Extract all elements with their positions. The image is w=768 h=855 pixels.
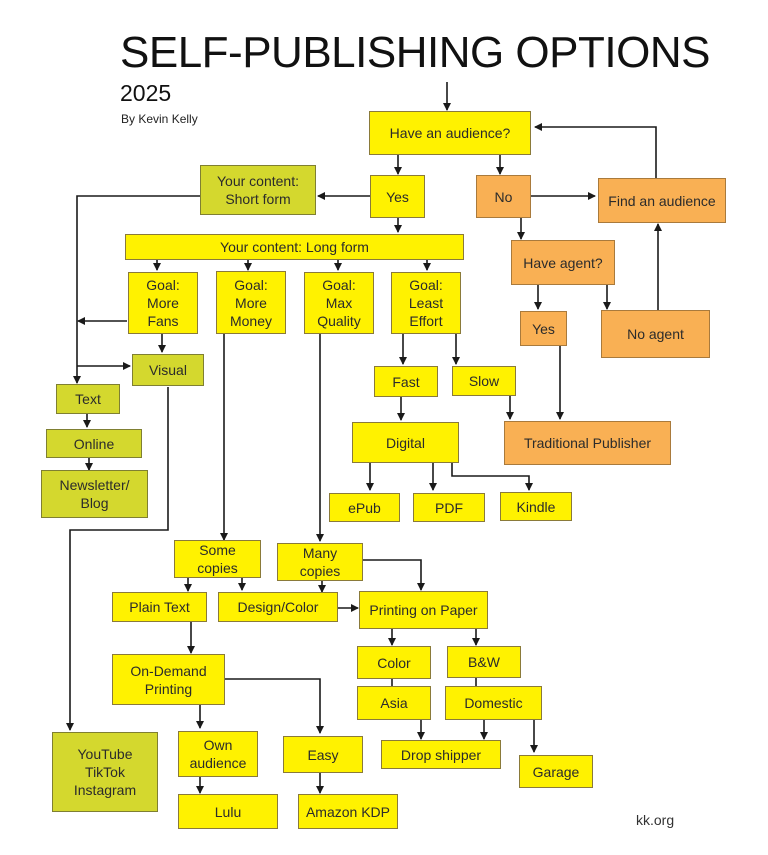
node-social-platforms: YouTube TikTok Instagram	[52, 732, 158, 812]
node-drop-shipper: Drop shipper	[381, 740, 501, 769]
node-goal-least-effort: Goal: Least Effort	[391, 272, 461, 334]
node-no: No	[476, 175, 531, 218]
node-agent-yes: Yes	[520, 311, 567, 346]
author-byline: By Kevin Kelly	[121, 112, 198, 126]
node-text: Text	[56, 384, 120, 414]
node-domestic: Domestic	[445, 686, 542, 720]
node-no-agent: No agent	[601, 310, 710, 358]
node-digital: Digital	[352, 422, 459, 463]
node-online: Online	[46, 429, 142, 458]
node-lulu: Lulu	[178, 794, 278, 829]
node-easy: Easy	[283, 736, 363, 773]
node-printing-on-paper: Printing on Paper	[359, 591, 488, 629]
node-goal-more-money: Goal: More Money	[216, 271, 286, 334]
node-on-demand-printing: On-Demand Printing	[112, 654, 225, 705]
node-long-form: Your content: Long form	[125, 234, 464, 260]
site-link: kk.org	[636, 812, 675, 828]
node-find-audience: Find an audience	[598, 178, 726, 223]
node-color: Color	[357, 646, 431, 679]
node-newsletter-blog: Newsletter/ Blog	[41, 470, 148, 518]
node-goal-max-quality: Goal: Max Quality	[304, 272, 374, 334]
node-pdf: PDF	[413, 493, 485, 522]
node-plain-text: Plain Text	[112, 592, 207, 622]
node-have-agent: Have agent?	[511, 240, 615, 285]
page-title: SELF-PUBLISHING OPTIONS	[120, 28, 710, 77]
node-goal-more-fans: Goal: More Fans	[128, 272, 198, 334]
year-subtitle: 2025	[120, 80, 172, 106]
node-epub: ePub	[329, 493, 400, 522]
node-short-form: Your content: Short form	[200, 165, 316, 215]
node-traditional-publisher: Traditional Publisher	[504, 421, 671, 465]
node-own-audience: Own audience	[178, 731, 258, 777]
node-many-copies: Many copies	[277, 543, 363, 581]
node-slow: Slow	[452, 366, 516, 396]
node-garage: Garage	[519, 755, 593, 788]
node-yes: Yes	[370, 175, 425, 218]
node-kindle: Kindle	[500, 492, 572, 521]
node-have-audience: Have an audience?	[369, 111, 531, 155]
node-bw: B&W	[447, 646, 521, 678]
node-amazon-kdp: Amazon KDP	[298, 794, 398, 829]
node-some-copies: Some copies	[174, 540, 261, 578]
node-design-color: Design/Color	[218, 592, 338, 622]
node-visual: Visual	[132, 354, 204, 386]
node-fast: Fast	[374, 366, 438, 397]
node-asia: Asia	[357, 686, 431, 720]
